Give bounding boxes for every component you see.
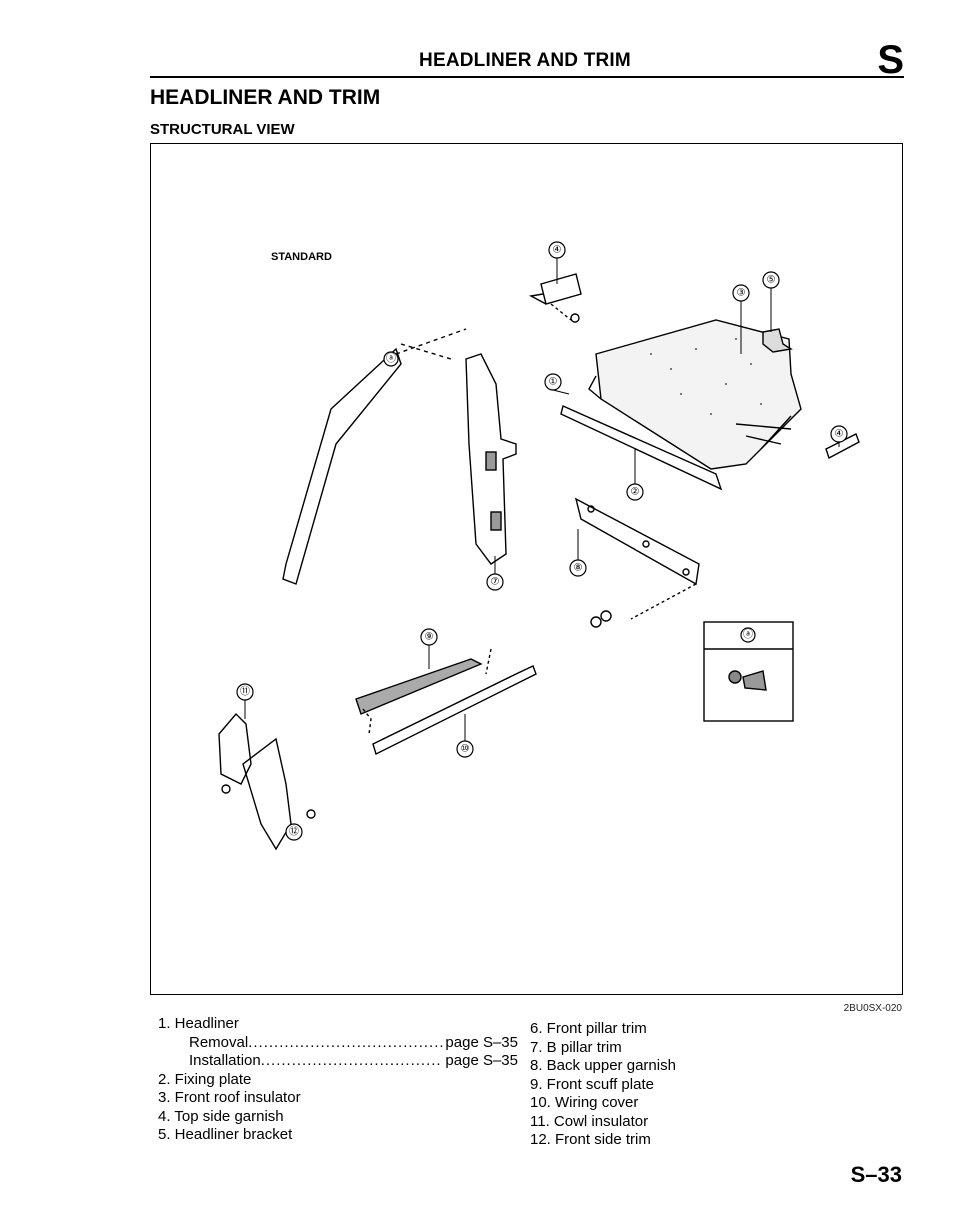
callout-11: ⑪ (236, 683, 254, 701)
detail-box-a (703, 621, 794, 722)
structural-view-figure: STANDARD (150, 143, 903, 995)
svg-text:ⓐ: ⓐ (386, 353, 396, 365)
callout-5: ⑤ (762, 271, 780, 289)
legend-item: 7. B pillar trim (530, 1038, 622, 1056)
callout-7: ⑦ (486, 573, 504, 591)
svg-text:②: ② (631, 487, 640, 498)
cowl-insulator (218, 712, 252, 785)
svg-text:⑧: ⑧ (574, 563, 583, 574)
legend-item: 9. Front scuff plate (530, 1075, 654, 1093)
legend-item: 8. Back upper garnish (530, 1057, 676, 1074)
running-title: HEADLINER AND TRIM (419, 50, 631, 71)
legend-left: 1. Headliner Removalpage S–35 Installati… (158, 1015, 518, 1145)
legend-item: 10. Wiring cover (530, 1094, 639, 1111)
callout-1: ① (544, 373, 562, 391)
svg-text:⑩: ⑩ (461, 744, 470, 755)
wiring-cover (372, 665, 537, 755)
legend-item: 2. Fixing plate (158, 1070, 252, 1088)
page-number: S–33 (850, 1162, 902, 1187)
callout-2: ② (626, 483, 644, 501)
legend-item: 5. Headliner bracket (158, 1126, 293, 1143)
svg-text:⑨: ⑨ (425, 632, 434, 643)
svg-text:④: ④ (835, 429, 844, 440)
page-title: HEADLINER AND TRIM (150, 86, 381, 109)
svg-text:⑫: ⑫ (289, 826, 299, 838)
section-letter: S (877, 38, 904, 82)
callout-4-right: ④ (830, 425, 848, 443)
figure-code: 2BU0SX-020 (843, 1003, 902, 1014)
legend-subitem: Removalpage S–35 (158, 1034, 518, 1053)
variant-label: STANDARD (271, 251, 332, 263)
callout-9: ⑨ (420, 628, 438, 646)
top-side-garnish-left (528, 273, 582, 323)
exploded-diagram: ① ② ③ ④ ④ ⑤ ⑦ ⑧ ⑨ ⑩ ⑪ ⑫ ⓐ ⓐ (218, 241, 860, 851)
legend-item: 4. Top side garnish (158, 1107, 284, 1125)
callout-4-top: ④ (548, 241, 566, 259)
svg-text:④: ④ (553, 245, 562, 256)
legend-item: 3. Front roof insulator (158, 1089, 301, 1106)
legend-item: 11. Cowl insulator (530, 1112, 649, 1130)
legend-subitem: Installationpage S–35 (158, 1052, 518, 1071)
running-header: HEADLINER AND TRIM S (150, 38, 904, 82)
front-pillar-trim (282, 328, 467, 585)
detail-label-a: ⓐ (740, 627, 756, 643)
front-scuff-plate (355, 648, 492, 735)
svg-text:⑪: ⑪ (240, 686, 250, 698)
svg-text:⑤: ⑤ (767, 275, 776, 286)
svg-text:⑦: ⑦ (491, 577, 500, 588)
callout-3: ③ (732, 284, 750, 302)
legend-item: 1. Headliner (158, 1015, 239, 1032)
back-upper-garnish (574, 497, 700, 628)
callout-10: ⑩ (456, 740, 474, 758)
headliner-part (560, 319, 802, 491)
svg-text:③: ③ (737, 288, 746, 299)
callout-8: ⑧ (569, 559, 587, 577)
legend-right: 6. Front pillar trim 7. B pillar trim 8.… (530, 1020, 830, 1150)
legend-item: 12. Front side trim (530, 1131, 651, 1148)
callout-12: ⑫ (285, 823, 303, 841)
svg-text:ⓐ: ⓐ (743, 629, 753, 641)
svg-text:①: ① (549, 377, 558, 388)
headliner-bracket (762, 328, 793, 353)
legend-item: 6. Front pillar trim (530, 1020, 647, 1037)
section-subtitle: STRUCTURAL VIEW (150, 121, 295, 138)
callout-a: ⓐ (383, 351, 399, 367)
top-side-garnish-right (825, 433, 860, 460)
b-pillar-trim (465, 353, 517, 565)
